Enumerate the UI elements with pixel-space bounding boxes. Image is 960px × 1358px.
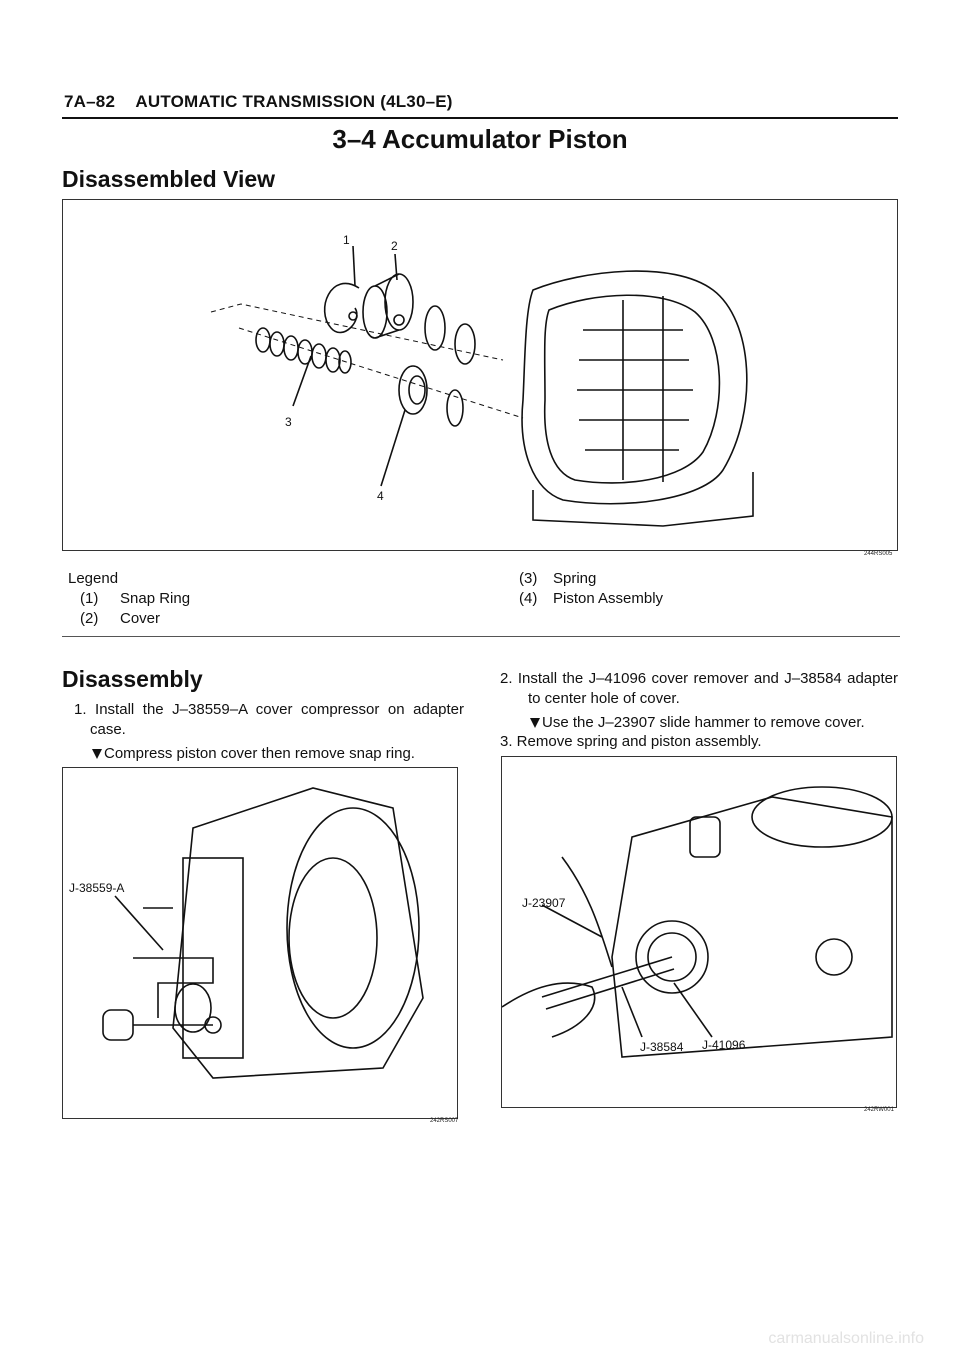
callout-3: 3	[285, 415, 292, 429]
exploded-diagram: 1 2 3 4	[210, 233, 754, 527]
callout-4: 4	[377, 489, 384, 503]
step-1-sub: Compress piston cover then remove snap r…	[74, 744, 464, 764]
spring-shape	[255, 327, 352, 374]
section-title: AUTOMATIC TRANSMISSION (4L30–E)	[135, 92, 453, 111]
disassembled-view-figure: 1 2 3 4	[62, 199, 898, 551]
tool-label-j41096: J-41096	[702, 1038, 746, 1052]
legend-item: (4)Piston Assembly	[519, 590, 664, 607]
slide-hammer-diagram: J-23907 J-38584 J-41096	[501, 786, 893, 1058]
legend-item: (1)Snap Ring	[80, 590, 191, 607]
legend-right: (3)Spring (4)Piston Assembly	[519, 569, 663, 609]
callout-1: 1	[343, 233, 350, 247]
page-title: 3–4 Accumulator Piston	[332, 124, 628, 154]
step-2-sub: Use the J–23907 slide hammer to remove c…	[500, 713, 898, 733]
slide-hammer-figure: J-23907 J-38584 J-41096	[501, 756, 897, 1108]
disassembled-view-heading: Disassembled View	[62, 166, 276, 192]
tool-label-j38584: J-38584	[640, 1040, 684, 1054]
header-rule	[62, 117, 898, 119]
figure-id-3: 242RW001	[864, 1107, 894, 1113]
watermark: carmanualsonline.info	[768, 1330, 924, 1347]
step-2-text: 2. Install the J–41096 cover remover and…	[500, 670, 898, 707]
cover-shape	[362, 285, 388, 339]
legend-title: Legend	[68, 570, 119, 587]
o-ring-2	[454, 323, 476, 365]
disassembly-heading: Disassembly	[62, 666, 203, 692]
legend-item: (2)Cover	[80, 610, 161, 627]
section-rule	[62, 636, 900, 637]
compressor-figure: J-38559-A	[62, 767, 458, 1119]
compressor-diagram: J-38559-A	[69, 787, 424, 1079]
step-2: 2. Install the J–41096 cover remover and…	[500, 669, 898, 733]
legend-left: Legend (1)Snap Ring (2)Cover	[68, 569, 190, 629]
step-1: 1. Install the J–38559–A cover compresso…	[74, 700, 464, 764]
figure-id-1: 244RS005	[864, 551, 893, 557]
page-number: 7A–82	[64, 92, 116, 111]
tool-label-j38559a: J-38559-A	[69, 881, 124, 895]
o-ring-1	[424, 305, 446, 351]
figure-id-2: 242RS007	[430, 1118, 459, 1124]
snap-ring-shape	[323, 282, 360, 334]
callout-2: 2	[391, 239, 398, 253]
tool-label-j23907: J-23907	[522, 896, 566, 910]
axis-line-lower	[238, 327, 524, 419]
step-1-text: 1. Install the J–38559–A cover compresso…	[74, 701, 464, 738]
piston-shape	[398, 365, 428, 415]
transmission-case-shape	[521, 270, 754, 527]
triangle-bullet-icon	[92, 749, 102, 759]
axis-line-upper	[210, 303, 504, 361]
step-3-text: 3. Remove spring and piston assembly.	[500, 733, 762, 750]
legend-item: (3)Spring	[519, 570, 597, 587]
triangle-bullet-icon	[530, 718, 540, 728]
page-header: 7A–82 AUTOMATIC TRANSMISSION (4L30–E)	[64, 92, 453, 112]
step-3: 3. Remove spring and piston assembly.	[500, 732, 898, 752]
